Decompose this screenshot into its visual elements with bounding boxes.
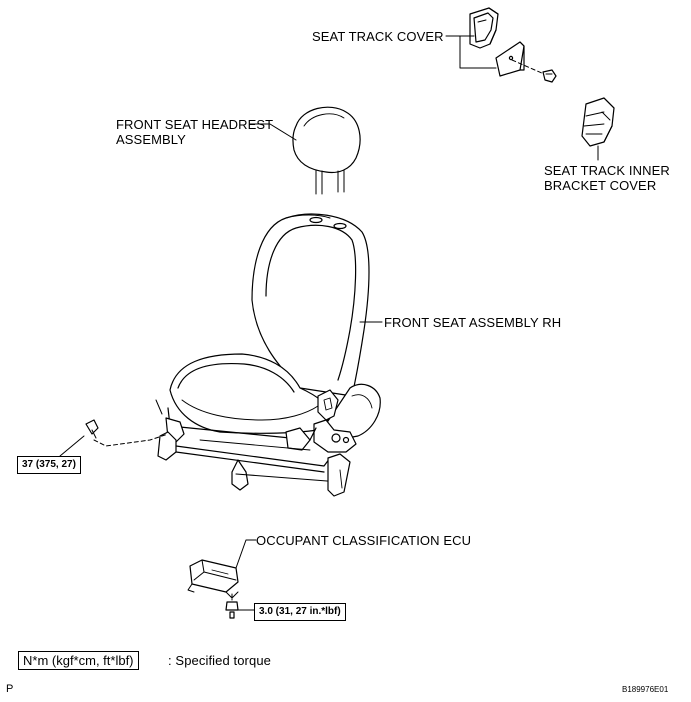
torque-units-legend: N*m (kgf*cm, ft*lbf): [18, 651, 139, 670]
front-seat-label: FRONT SEAT ASSEMBLY RH: [384, 315, 562, 330]
seat-track-cover-label: SEAT TRACK COVER: [312, 29, 444, 44]
headrest-label-line2: ASSEMBLY: [116, 132, 186, 147]
front-seat-part: [155, 213, 381, 497]
seat-track-cover-leader: [445, 35, 497, 69]
ecu-bolt-torque-spec: 3.0 (31, 27 in.*lbf): [254, 603, 346, 621]
torque-legend-description: : Specified torque: [168, 653, 271, 668]
occupant-ecu-leader: [235, 539, 257, 569]
seat-track-cover-part: [469, 7, 525, 77]
seat-bolt: [85, 419, 169, 447]
occupant-ecu-label: OCCUPANT CLASSIFICATION ECU: [256, 533, 472, 548]
headrest-label-line1: FRONT SEAT HEADREST: [116, 117, 274, 132]
inner-bracket-label-line2: BRACKET COVER: [544, 178, 657, 193]
ecu-bolt: [225, 593, 255, 619]
seat-bolt-leader: [59, 435, 85, 457]
occupant-ecu-part: [187, 559, 239, 599]
seat-track-cover-screw: [511, 59, 557, 83]
seat-bolt-torque-spec: 37 (375, 27): [17, 456, 81, 474]
seat-track-inner-bracket-cover-part: [581, 97, 615, 147]
inner-bracket-label-line1: SEAT TRACK INNER: [544, 163, 670, 178]
page-letter: P: [6, 683, 14, 695]
figure-id: B189976E01: [622, 685, 669, 694]
headrest-part: [292, 106, 361, 195]
headrest-leader: [249, 123, 297, 141]
